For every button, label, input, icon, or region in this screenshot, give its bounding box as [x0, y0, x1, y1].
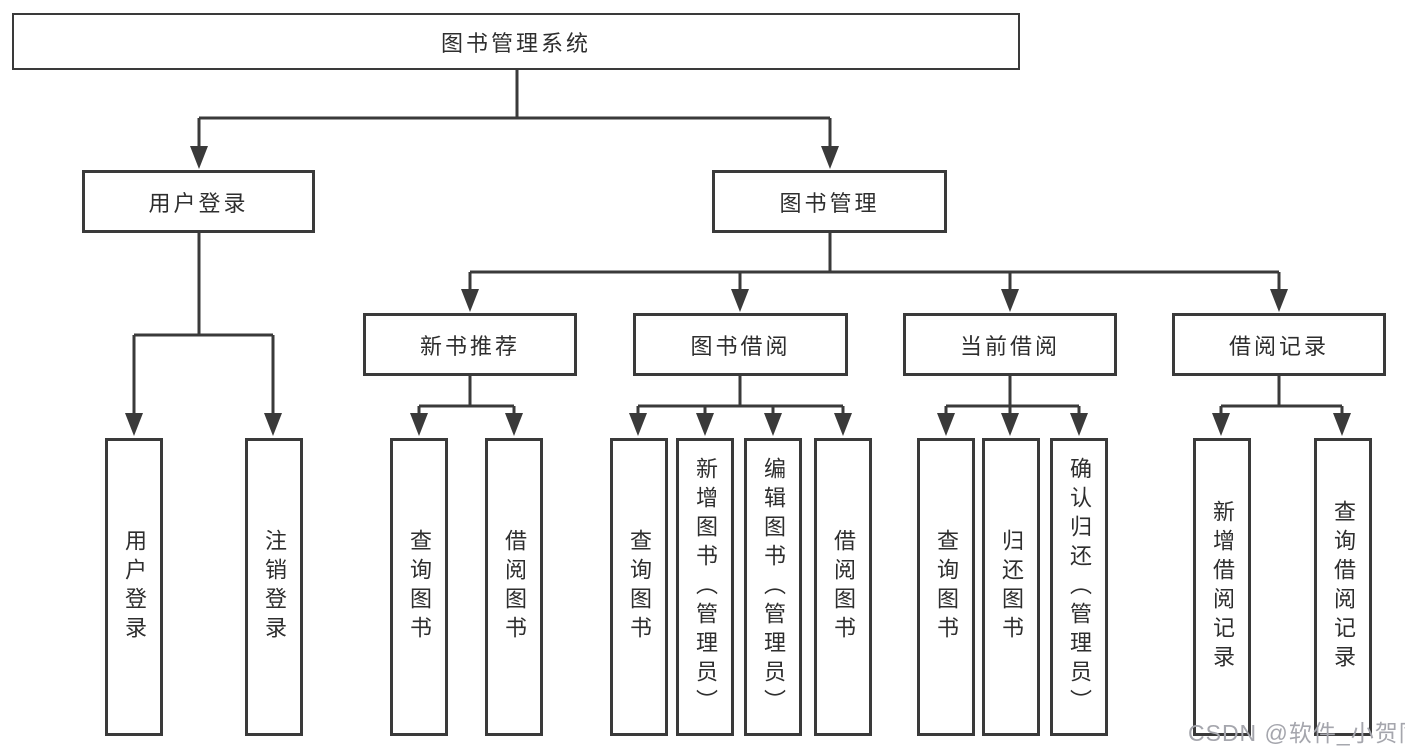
leaf-label: 借阅图书	[502, 529, 527, 645]
leaf-query-books-current: 查询图书	[917, 438, 975, 736]
leaf-label: 新增借阅记录	[1210, 500, 1235, 674]
leaf-confirm-return-admin: 确认归还（管理员）	[1050, 438, 1108, 736]
leaf-logout: 注销登录	[245, 438, 303, 736]
leaf-label: 查询借阅记录	[1331, 500, 1356, 674]
connector-lines	[132, 70, 1344, 417]
node-borrowing-records: 借阅记录	[1172, 313, 1386, 376]
leaf-label: 借阅图书	[831, 529, 856, 645]
leaf-label: 新增图书（管理员）	[693, 456, 718, 718]
leaf-add-borrow-record: 新增借阅记录	[1193, 438, 1251, 736]
arrow-heads-icon	[125, 146, 1351, 436]
leaf-label: 编辑图书（管理员）	[761, 456, 786, 718]
leaf-add-books-admin: 新增图书（管理员）	[676, 438, 734, 736]
node-current-borrowing: 当前借阅	[903, 313, 1117, 376]
leaf-label: 注销登录	[262, 529, 287, 645]
leaf-return-books: 归还图书	[982, 438, 1040, 736]
leaf-query-books-borrow: 查询图书	[610, 438, 668, 736]
leaf-query-books-recommend: 查询图书	[390, 438, 448, 736]
leaf-borrow-books-recommend: 借阅图书	[485, 438, 543, 736]
leaf-label: 归还图书	[999, 529, 1024, 645]
node-book-borrowing: 图书借阅	[633, 313, 848, 376]
leaf-edit-books-admin: 编辑图书（管理员）	[744, 438, 802, 736]
csdn-watermark: CSDN @软件_小贺同学	[1188, 720, 1405, 746]
leaf-label: 查询图书	[934, 529, 959, 645]
node-book-management: 图书管理	[712, 170, 947, 233]
leaf-label: 确认归还（管理员）	[1067, 456, 1092, 718]
leaf-query-borrow-record: 查询借阅记录	[1314, 438, 1372, 736]
leaf-label: 用户登录	[122, 529, 147, 645]
leaf-label: 查询图书	[627, 529, 652, 645]
leaf-user-login: 用户登录	[105, 438, 163, 736]
node-user-login: 用户登录	[82, 170, 315, 233]
node-root-library-system: 图书管理系统	[12, 13, 1020, 70]
leaf-borrow-books: 借阅图书	[814, 438, 872, 736]
node-new-book-recommend: 新书推荐	[363, 313, 577, 376]
leaf-label: 查询图书	[407, 529, 432, 645]
